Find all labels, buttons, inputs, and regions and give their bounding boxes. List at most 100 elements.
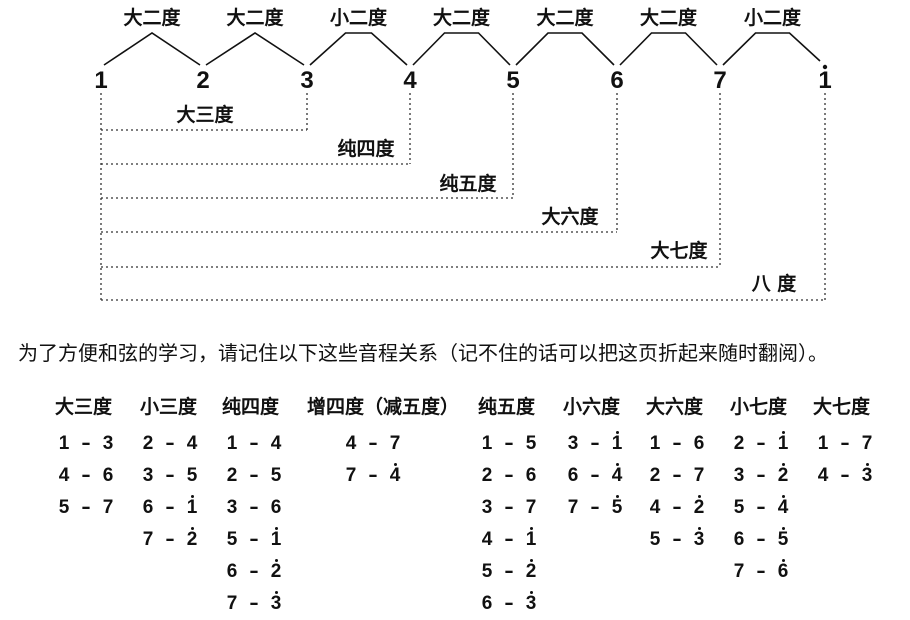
pair-separator: -: [504, 593, 514, 614]
pair-from-note: 7: [733, 561, 745, 582]
pair-separator: -: [504, 561, 514, 582]
pair-separator: -: [756, 465, 766, 486]
pair-to-note: 3: [102, 433, 114, 454]
interval-step-label: 小二度: [744, 6, 802, 29]
note-pair: 6-2: [226, 556, 282, 588]
note-pair: 1-5: [481, 428, 537, 460]
interval-step: 大二度: [515, 6, 615, 66]
pair-to-note: 4: [389, 460, 401, 492]
note-pair: 7-4: [345, 460, 459, 492]
scale-note: 2: [196, 67, 209, 94]
pair-to-note: 6: [693, 433, 705, 454]
pair-separator: -: [249, 433, 259, 454]
bracket-interval-label: 纯四度: [337, 137, 395, 160]
pair-separator: -: [368, 433, 378, 454]
scale-note-digit: 1: [818, 67, 831, 94]
scale-note-digit: 1: [94, 67, 107, 94]
note-pair: 2-1: [733, 428, 789, 460]
pair-from-note: 2: [142, 433, 154, 454]
interval-step-label: 小二度: [330, 6, 388, 29]
interval-bracket: 八 度: [101, 93, 826, 301]
note-pair: 1-3: [58, 428, 114, 460]
pair-from-note: 5: [226, 529, 238, 550]
pair-separator: -: [249, 561, 259, 582]
pair-separator: -: [165, 529, 175, 550]
pair-to-note: 4: [270, 433, 282, 454]
pair-to-note: 3: [270, 588, 282, 620]
pair-from-note: 4: [481, 529, 493, 550]
pair-from-note: 1: [226, 433, 238, 454]
pair-separator: -: [81, 433, 91, 454]
pair-separator: -: [672, 433, 682, 454]
note-pair: 3-6: [226, 492, 282, 524]
pair-to-note: 1: [270, 524, 282, 556]
pair-separator: -: [672, 529, 682, 550]
scale-note-digit: 3: [300, 67, 313, 94]
pair-from-note: 4: [649, 497, 661, 518]
pair-separator: -: [840, 465, 850, 486]
pair-to-note: 6: [777, 556, 789, 588]
pair-to-note: 6: [270, 497, 282, 518]
note-pair: 7-5: [567, 492, 623, 524]
pair-from-note: 6: [142, 497, 154, 518]
interval-column-header: 小三度: [140, 396, 198, 418]
pair-separator: -: [840, 433, 850, 454]
scale-note-digit: 2: [196, 67, 209, 94]
interval-step: 大二度: [412, 6, 511, 66]
note-pair: 1-4: [226, 428, 282, 460]
scale-note: 7: [713, 67, 726, 94]
pair-to-note: 4: [611, 460, 623, 492]
interval-column-header: 大六度: [646, 396, 704, 418]
interval-column-header: 增四度（减五度）: [307, 396, 460, 418]
pair-separator: -: [756, 529, 766, 550]
pair-from-note: 6: [226, 561, 238, 582]
interval-step-roof: [103, 32, 201, 66]
interval-column-header: 小七度: [730, 396, 788, 418]
pair-to-note: 1: [777, 428, 789, 460]
note-pair: 2-6: [481, 460, 537, 492]
pair-separator: -: [590, 497, 600, 518]
pair-to-note: 7: [389, 433, 401, 454]
note-pair: 6-3: [481, 588, 537, 620]
interval-step-roof: [205, 32, 305, 66]
interval-step: 小二度: [722, 6, 821, 66]
bracket-interval-label: 大三度: [176, 103, 234, 126]
pair-to-note: 5: [777, 524, 789, 556]
note-pair: 3-7: [481, 492, 537, 524]
pair-separator: -: [756, 561, 766, 582]
pair-separator: -: [368, 465, 378, 486]
bracket-interval-label: 大六度: [541, 205, 599, 228]
pair-to-note: 1: [611, 428, 623, 460]
pair-separator: -: [81, 465, 91, 486]
pair-to-note: 3: [693, 524, 705, 556]
scale-note-digit: 4: [403, 67, 417, 94]
note-pair: 6-5: [733, 524, 789, 556]
note-pair: 6-4: [567, 460, 623, 492]
pair-separator: -: [590, 465, 600, 486]
pair-separator: -: [249, 529, 259, 550]
note-pair: 3-5: [142, 460, 198, 492]
pair-to-note: 4: [186, 433, 198, 454]
interval-step-roof: [619, 32, 718, 66]
interval-pair-list: 4-7 7-4: [345, 428, 459, 492]
pair-from-note: 1: [481, 433, 493, 454]
pair-to-note: 2: [777, 460, 789, 492]
pair-to-note: 2: [693, 492, 705, 524]
bracket-interval-label: 八 度: [752, 272, 798, 295]
pair-separator: -: [165, 497, 175, 518]
pair-to-note: 1: [525, 524, 537, 556]
scale-note-digit: 5: [506, 67, 519, 94]
pair-to-note: 3: [525, 588, 537, 620]
pair-from-note: 4: [817, 465, 829, 486]
pair-separator: -: [672, 497, 682, 518]
pair-separator: -: [504, 465, 514, 486]
interval-step: 大二度: [619, 6, 718, 66]
note-pair: 2-7: [649, 460, 705, 492]
pair-to-note: 7: [102, 497, 114, 518]
